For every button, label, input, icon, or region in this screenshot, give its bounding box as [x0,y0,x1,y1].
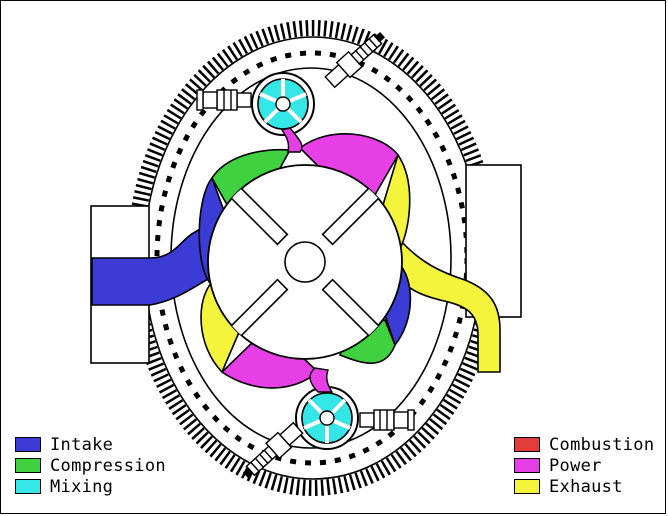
combustion-swatch [514,437,540,452]
power-swatch [514,458,540,473]
mixing-wheel-bottom-hub [320,411,334,425]
legend-item: Combustion [514,434,654,455]
legend-right: Combustion Power Exhaust [514,434,654,497]
legend-label: Compression [50,456,166,476]
legend-item: Exhaust [514,476,654,497]
legend-label: Combustion [549,435,654,455]
legend-item: Power [514,455,654,476]
legend-label: Exhaust [549,477,623,497]
legend-label: Power [549,456,602,476]
compression-swatch [15,458,41,473]
spark-plug-bottom-right [360,410,414,430]
legend-label: Mixing [50,477,113,497]
legend-item: Intake [15,434,166,455]
mixing-wheel-top-hub [276,97,290,111]
exhaust-swatch [514,479,540,494]
intake-swatch [15,437,41,452]
mixing-swatch [15,479,41,494]
legend-label: Intake [50,435,113,455]
legend-item: Mixing [15,476,166,497]
legend-left: Intake Compression Mixing [15,434,166,497]
spark-plug-top-left [197,90,251,110]
rotor-hub [285,242,325,282]
legend-item: Compression [15,455,166,476]
